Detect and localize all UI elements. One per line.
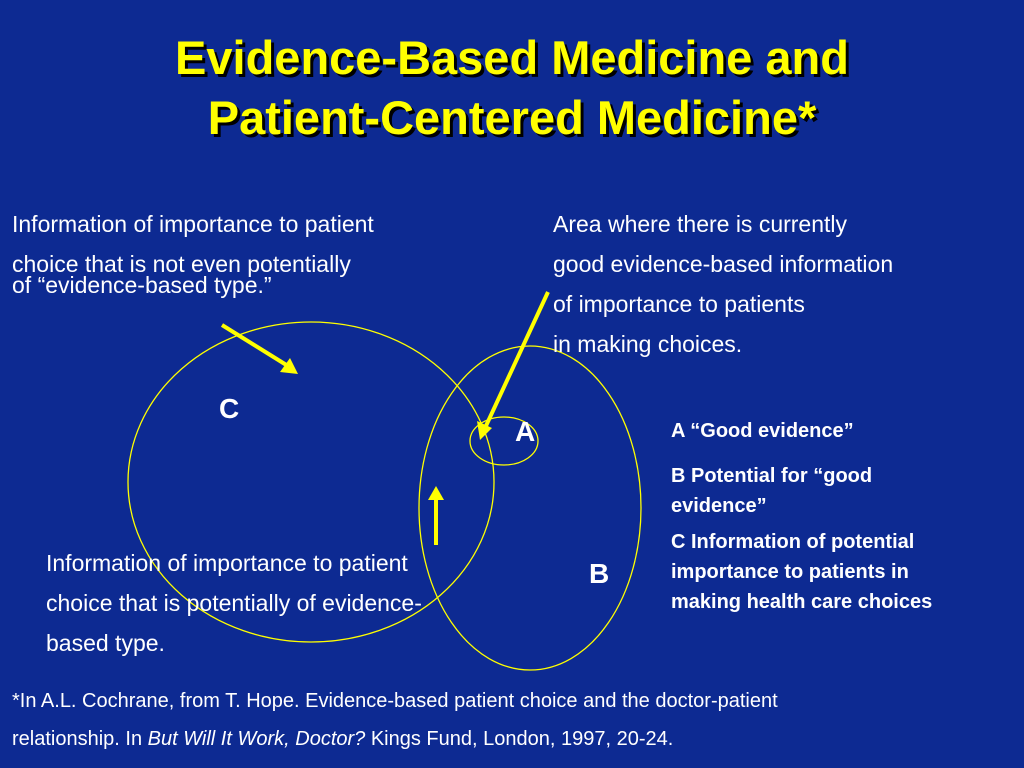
footnote-line-1: *In A.L. Cochrane, from T. Hope. Evidenc… <box>12 690 778 712</box>
footnote: *In A.L. Cochrane, from T. Hope. Evidenc… <box>12 682 778 758</box>
circle-c <box>127 321 495 643</box>
annotation-line: Information of importance to patient <box>46 550 408 576</box>
book-title: But Will It Work, Doctor? <box>147 728 366 750</box>
annotation-potential-evidence: Information of importance to patient cho… <box>46 543 422 663</box>
arrow-to-a <box>477 291 550 440</box>
title-line-2: Patient-Centered Medicine* <box>207 91 817 144</box>
arrow-to-b <box>428 486 444 545</box>
annotation-line: choice that is not even potentially <box>12 251 351 277</box>
legend-b-line-2: evidence” <box>671 495 767 517</box>
legend-c-line-1: C Information of potential <box>671 531 915 553</box>
legend-c-line-2: importance to patients in <box>671 561 909 583</box>
footnote-line-2-post: Kings Fund, London, 1997, 20-24. <box>365 728 674 750</box>
arrow-to-c <box>220 323 298 374</box>
annotation-line: in making choices. <box>553 331 743 357</box>
label-c: C <box>219 393 240 424</box>
annotation-line: Area where there is currently <box>553 211 848 237</box>
annotation-not-evidence: Information of importance to patient cho… <box>12 204 374 298</box>
annotation-good-evidence: Area where there is currently good evide… <box>553 204 893 364</box>
annotation-line: choice that is potentially of evidence- <box>46 590 422 616</box>
annotation-line: of importance to patients <box>553 291 805 317</box>
annotation-line: based type. <box>46 630 165 656</box>
slide-title: Evidence-Based Medicine and Patient-Cent… <box>0 28 1024 148</box>
annotation-line: of “evidence-based type.” <box>12 272 272 298</box>
legend: A “Good evidence” B Potential for “good … <box>671 416 932 617</box>
legend-a: A “Good evidence” <box>671 420 854 442</box>
title-line-1: Evidence-Based Medicine and <box>175 31 849 84</box>
circle-b <box>418 345 642 671</box>
annotation-line: Information of importance to patient <box>12 211 374 237</box>
label-a: A <box>515 416 536 447</box>
circle-a <box>469 416 539 466</box>
legend-c-line-3: making health care choices <box>671 591 933 613</box>
footnote-line-2-pre: relationship. In <box>12 728 148 750</box>
legend-b-line-1: B Potential for “good <box>671 465 873 487</box>
annotation-line: good evidence-based information <box>553 251 894 277</box>
label-b: B <box>589 558 610 589</box>
